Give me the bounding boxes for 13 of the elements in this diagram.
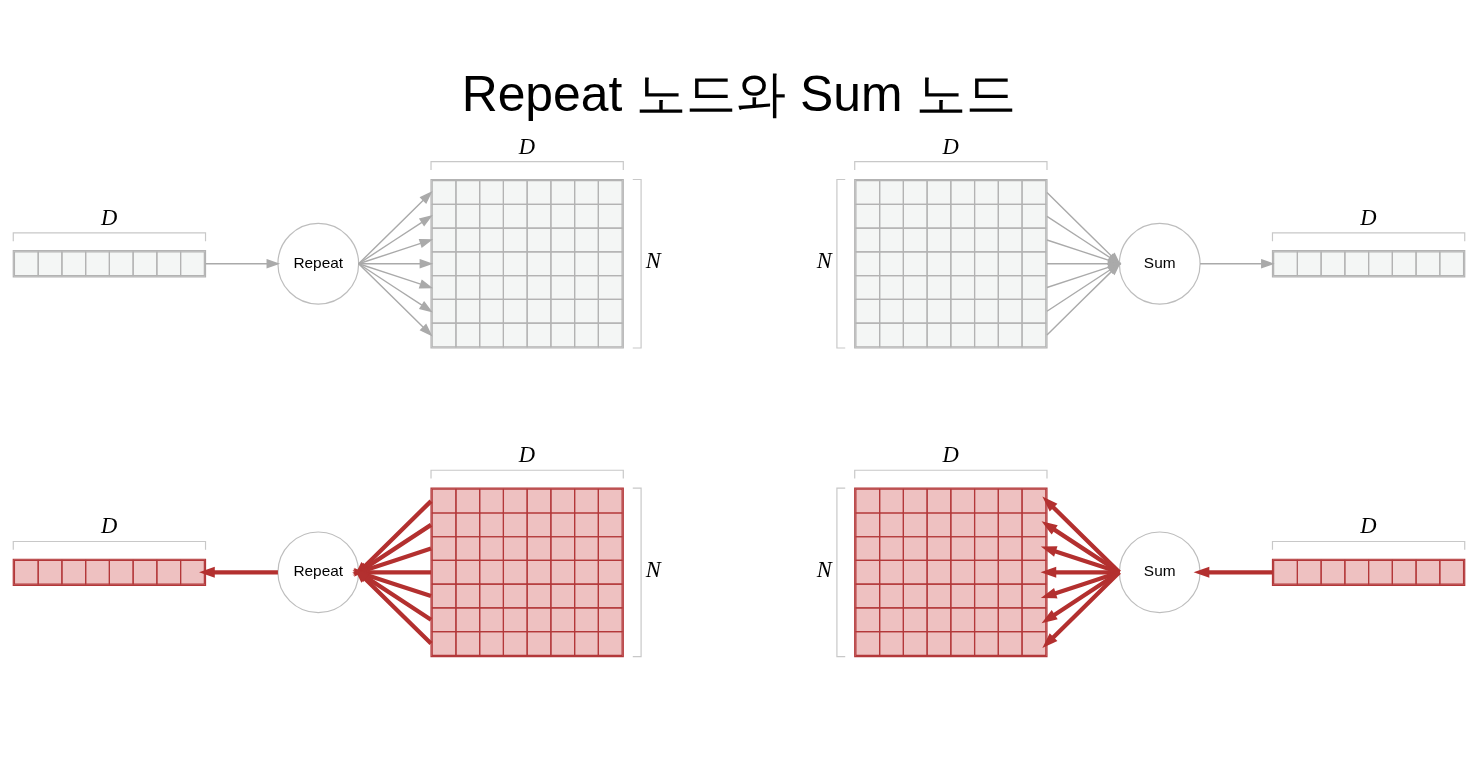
node-label: D xyxy=(101,204,118,230)
node-label: D xyxy=(1360,204,1377,230)
node-label: D xyxy=(942,133,959,159)
node-label: N xyxy=(645,556,661,582)
node-label: D xyxy=(1360,513,1377,539)
node-label: D xyxy=(942,442,959,468)
node-label: D xyxy=(518,442,536,468)
node-label: N xyxy=(816,556,832,582)
diagram-title: Repeat 노드와 Sum 노드 xyxy=(461,66,1017,123)
node-label: D xyxy=(518,133,536,159)
node-label: D xyxy=(101,513,118,539)
node-label: N xyxy=(645,248,661,274)
node-label: N xyxy=(816,248,832,274)
